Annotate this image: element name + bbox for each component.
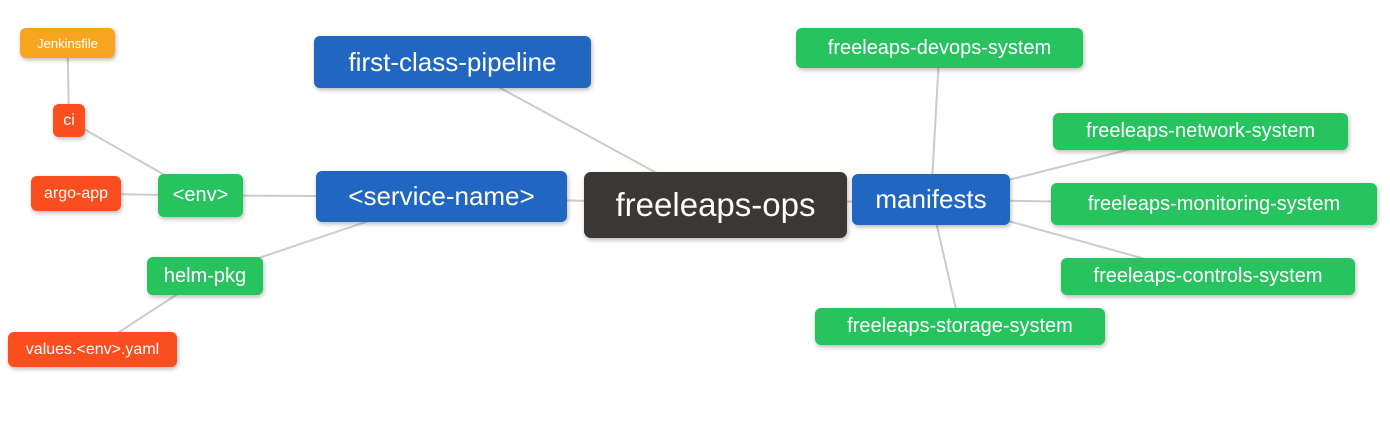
mindmap-node-first-class-pipeline[interactable]: first-class-pipeline	[314, 36, 591, 88]
mindmap-node-ci[interactable]: ci	[53, 104, 85, 137]
mindmap-node-values-env-yaml[interactable]: values.<env>.yaml	[8, 332, 177, 367]
mindmap-node-jenkinsfile[interactable]: Jenkinsfile	[20, 28, 115, 58]
mindmap-node-freeleaps-storage-system[interactable]: freeleaps-storage-system	[815, 308, 1105, 345]
mindmap-node-manifests[interactable]: manifests	[852, 174, 1010, 225]
mindmap-node-freeleaps-controls-system[interactable]: freeleaps-controls-system	[1061, 258, 1355, 295]
mindmap-node-service-name[interactable]: <service-name>	[316, 171, 567, 222]
mindmap-node-freeleaps-monitoring-system[interactable]: freeleaps-monitoring-system	[1051, 183, 1377, 225]
mindmap-node-freeleaps-network-system[interactable]: freeleaps-network-system	[1053, 113, 1348, 150]
mindmap-node-env[interactable]: <env>	[158, 174, 243, 217]
mindmap-node-argo-app[interactable]: argo-app	[31, 176, 121, 211]
mindmap-node-helm-pkg[interactable]: helm-pkg	[147, 257, 263, 295]
mindmap-node-freeleaps-ops[interactable]: freeleaps-ops	[584, 172, 847, 238]
mindmap-node-freeleaps-devops-system[interactable]: freeleaps-devops-system	[796, 28, 1083, 68]
